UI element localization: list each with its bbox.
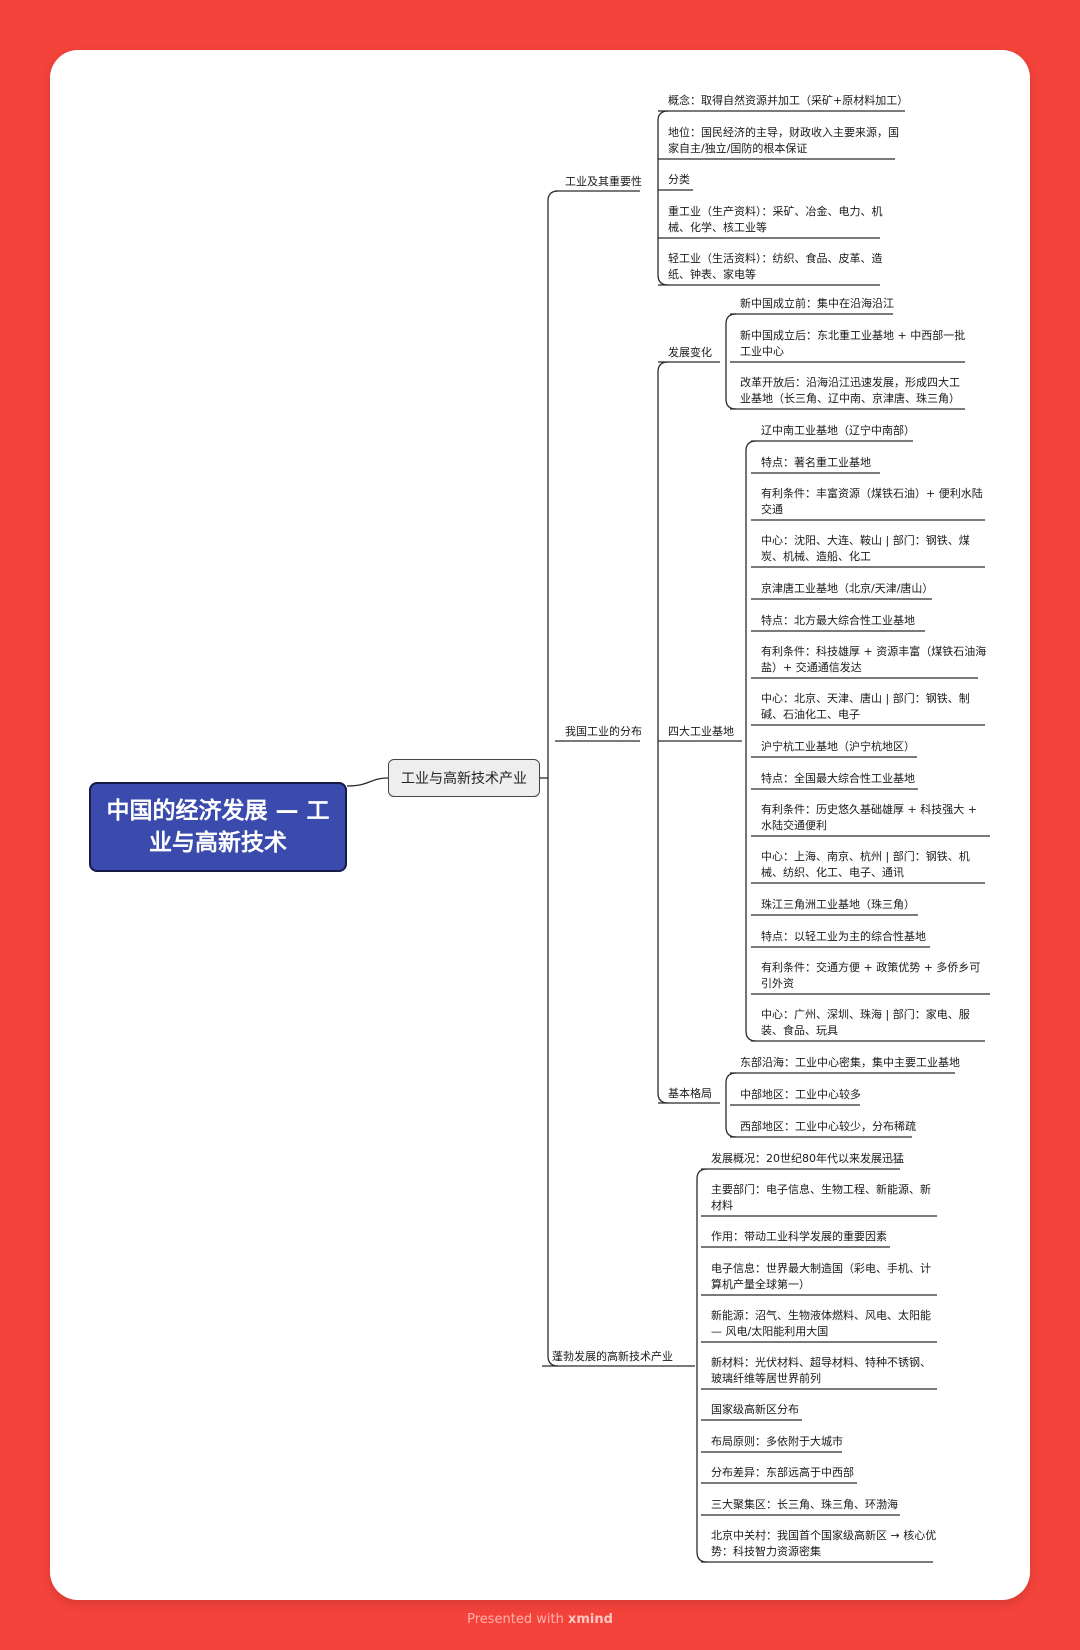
footer-brand: xmind bbox=[567, 1612, 613, 1627]
leaf-topic[interactable]: 特点：著名重工业基地 bbox=[761, 456, 871, 469]
leaf-topic[interactable]: 中心：北京、天津、唐山 | 部门：钢铁、制碱、石油化工、电子 bbox=[761, 692, 970, 721]
leaf-topic[interactable]: 中心：广州、深圳、珠海 | 部门：家电、服装、食品、玩具 bbox=[761, 1008, 970, 1037]
leaf-topic[interactable]: 国家级高新区分布 bbox=[711, 1403, 799, 1416]
bracket-m2 bbox=[725, 1072, 737, 1138]
leaf-topic[interactable]: 新能源：沼气、生物液体燃料、风电、太阳能 — 风电/太阳能利用大国 bbox=[711, 1309, 931, 1338]
leaf-topic[interactable]: 分布差异：东部远高于中西部 bbox=[711, 1466, 854, 1479]
leaf-topic[interactable]: 中部地区：工业中心较多 bbox=[740, 1088, 861, 1101]
leaf-topic[interactable]: 有利条件：丰富资源（煤铁石油）+ 便利水陆交通 bbox=[761, 487, 983, 516]
subtopic[interactable]: 我国工业的分布 bbox=[565, 725, 642, 738]
leaf-topic[interactable]: 重工业（生产资料）：采矿、冶金、电力、机械、化学、核工业等 bbox=[668, 205, 883, 234]
leaf-topic[interactable]: 辽中南工业基地（辽宁中南部） bbox=[761, 424, 915, 437]
leaf-topic[interactable]: 分类 bbox=[668, 173, 690, 186]
leaf-topic[interactable]: 有利条件：历史悠久基础雄厚 + 科技强大 + 水陆交通便利 bbox=[761, 803, 977, 832]
subtopic[interactable]: 蓬勃发展的高新技术产业 bbox=[552, 1350, 673, 1363]
bracket-m0 bbox=[725, 313, 737, 410]
leaf-topic[interactable]: 概念：取得自然资源并加工（采矿+原材料加工） bbox=[668, 94, 909, 107]
bracket-mids bbox=[657, 361, 669, 1104]
mid-topic[interactable]: 发展变化 bbox=[668, 346, 712, 359]
connector-root-main bbox=[346, 777, 389, 787]
mid-topic[interactable]: 基本格局 bbox=[668, 1087, 712, 1100]
root-topic[interactable]: 中国的经济发展 — 工业与高新技术 bbox=[89, 782, 347, 872]
footer-prefix: Presented with bbox=[467, 1612, 568, 1627]
subtopic[interactable]: 工业及其重要性 bbox=[565, 175, 642, 188]
leaf-topic[interactable]: 有利条件：交通方便 + 政策优势 + 多侨乡可引外资 bbox=[761, 961, 981, 990]
leaf-topic[interactable]: 北京中关村：我国首个国家级高新区 → 核心优势：科技智力资源密集 bbox=[711, 1529, 937, 1558]
bracket-subtopics bbox=[547, 190, 559, 1367]
leaf-topic[interactable]: 中心：沈阳、大连、鞍山 | 部门：钢铁、煤炭、机械、造船、化工 bbox=[761, 534, 970, 563]
leaf-topic[interactable]: 中心：上海、南京、杭州 | 部门：钢铁、机械、纺织、化工、电子、通讯 bbox=[761, 850, 970, 879]
leaf-topic[interactable]: 特点：北方最大综合性工业基地 bbox=[761, 614, 915, 627]
leaf-topic[interactable]: 东部沿海：工业中心密集，集中主要工业基地 bbox=[740, 1056, 960, 1069]
leaf-topic[interactable]: 珠江三角洲工业基地（珠三角） bbox=[761, 898, 915, 911]
mid-topic[interactable]: 四大工业基地 bbox=[668, 725, 734, 738]
main-topic[interactable]: 工业与高新技术产业 bbox=[388, 759, 540, 797]
leaf-topic[interactable]: 京津唐工业基地（北京/天津/唐山） bbox=[761, 582, 934, 595]
leaf-topic[interactable]: 电子信息：世界最大制造国（彩电、手机、计算机产量全球第一） bbox=[711, 1262, 931, 1291]
leaf-topic[interactable]: 新中国成立前：集中在沿海沿江 bbox=[740, 297, 894, 310]
leaf-topic[interactable]: 地位：国民经济的主导，财政收入主要来源，国家自主/独立/国防的根本保证 bbox=[668, 126, 899, 155]
leaf-topic[interactable]: 沪宁杭工业基地（沪宁杭地区） bbox=[761, 740, 915, 753]
leaf-topic[interactable]: 改革开放后：沿海沿江迅速发展，形成四大工业基地（长三角、辽中南、京津唐、珠三角） bbox=[740, 376, 960, 405]
leaf-topic[interactable]: 作用：带动工业科学发展的重要因素 bbox=[711, 1230, 887, 1243]
leaf-topic[interactable]: 发展概况：20世纪80年代以来发展迅猛 bbox=[711, 1152, 904, 1165]
bracket-s0 bbox=[657, 110, 669, 286]
leaf-topic[interactable]: 特点：以轻工业为主的综合性基地 bbox=[761, 930, 926, 943]
leaf-topic[interactable]: 布局原则：多依附于大城市 bbox=[711, 1435, 843, 1448]
leaf-topic[interactable]: 三大聚集区：长三角、珠三角、环渤海 bbox=[711, 1498, 898, 1511]
leaf-topic[interactable]: 主要部门：电子信息、生物工程、新能源、新材料 bbox=[711, 1183, 931, 1212]
bracket-m1 bbox=[745, 440, 757, 1042]
leaf-topic[interactable]: 有利条件：科技雄厚 + 资源丰富（煤铁石油海盐）+ 交通通信发达 bbox=[761, 645, 987, 674]
footer-credit: Presented with xmind bbox=[0, 1612, 1080, 1627]
leaf-topic[interactable]: 特点：全国最大综合性工业基地 bbox=[761, 772, 915, 785]
leaf-topic[interactable]: 新材料：光伏材料、超导材料、特种不锈钢、玻璃纤维等居世界前列 bbox=[711, 1356, 931, 1385]
leaf-topic[interactable]: 轻工业（生活资料）：纺织、食品、皮革、造纸、钟表、家电等 bbox=[668, 252, 883, 281]
bracket-s2 bbox=[696, 1168, 708, 1563]
leaf-topic[interactable]: 西部地区：工业中心较少，分布稀疏 bbox=[740, 1120, 916, 1133]
leaf-topic[interactable]: 新中国成立后：东北重工业基地 + 中西部一批工业中心 bbox=[740, 329, 966, 358]
